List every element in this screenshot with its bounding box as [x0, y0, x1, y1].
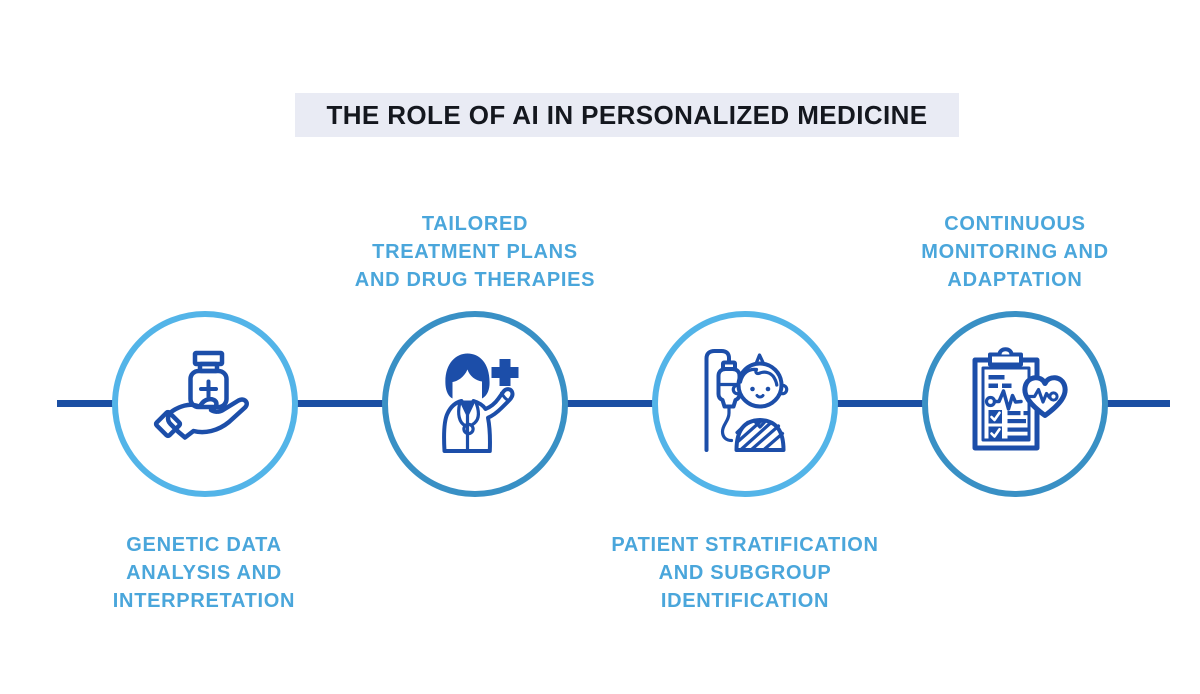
label-line: INTERPRETATION	[112, 590, 296, 612]
label-line: IDENTIFICATION	[660, 590, 830, 612]
patient-iv-drip-icon	[685, 344, 805, 464]
clipboard-heart-monitoring-icon	[955, 344, 1075, 464]
page-title: THE ROLE OF AI IN PERSONALIZED MEDICINE	[326, 99, 928, 130]
step-circle-continuous-monitoring	[922, 311, 1108, 497]
label-line: PATIENT STRATIFICATION	[611, 534, 879, 556]
step-circle-genetic-data	[112, 311, 298, 497]
timeline-connector-line	[57, 400, 1170, 407]
step-label-patient-stratification: PATIENT STRATIFICATION AND SUBGROUP IDEN…	[575, 531, 915, 615]
label-line: AND SUBGROUP	[658, 562, 832, 584]
label-line: CONTINUOUS	[944, 213, 1086, 235]
label-line: MONITORING AND	[921, 241, 1109, 263]
label-line: ANALYSIS AND	[126, 562, 282, 584]
label-line: GENETIC DATA	[126, 534, 282, 556]
step-label-tailored-treatment: TAILORED TREATMENT PLANS AND DRUG THERAP…	[325, 210, 625, 294]
step-label-continuous-monitoring: CONTINUOUS MONITORING AND ADAPTATION	[865, 210, 1165, 294]
title-banner: THE ROLE OF AI IN PERSONALIZED MEDICINE	[295, 93, 959, 137]
label-line: TREATMENT PLANS	[372, 241, 578, 263]
step-circle-patient-stratification	[652, 311, 838, 497]
label-line: TAILORED	[421, 213, 529, 235]
step-circle-tailored-treatment	[382, 311, 568, 497]
label-line: AND DRUG THERAPIES	[354, 269, 596, 291]
doctor-with-cross-icon	[415, 344, 535, 464]
hand-holding-medicine-icon	[145, 344, 265, 464]
label-line: ADAPTATION	[947, 269, 1083, 291]
step-label-genetic-data: GENETIC DATA ANALYSIS AND INTERPRETATION	[44, 531, 364, 615]
